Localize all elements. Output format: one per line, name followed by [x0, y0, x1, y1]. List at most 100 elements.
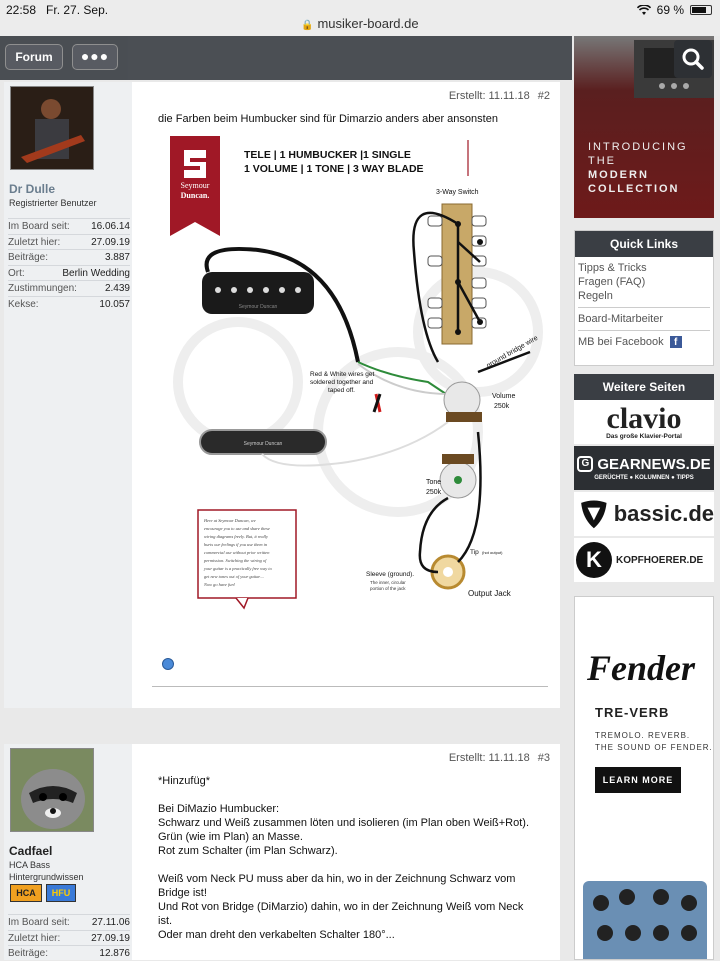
quick-link-tips[interactable]: Tipps & Tricks — [578, 262, 647, 274]
note-line: commercial use without prior written — [204, 550, 270, 555]
quick-links-box: Quick Links Tipps & Tricks Fragen (FAQ) … — [574, 230, 714, 366]
forum-button[interactable]: Forum — [5, 44, 63, 70]
note-line: your guitar is a practically free way to — [203, 566, 273, 571]
wifi-icon — [636, 4, 651, 15]
text-line: Bridge ist! — [158, 887, 207, 899]
author-name[interactable]: Cadfael — [9, 844, 53, 858]
output-jack-label: Output Jack — [468, 589, 512, 598]
site-bassic[interactable]: bassic.de — [574, 492, 714, 536]
humbucker-brand: Seymour Duncan — [239, 304, 278, 310]
solder-joints — [455, 221, 483, 335]
bassic-logo: bassic.de — [613, 501, 714, 526]
forum-toolbar: Forum ●●● — [0, 36, 572, 80]
badge-hca[interactable]: HCA — [10, 884, 42, 902]
sleeve-note-1: The inner, circular — [370, 580, 406, 585]
avatar[interactable] — [10, 86, 94, 170]
fender-logo: Fender — [587, 648, 695, 688]
kopfhoerer-k-icon: K — [576, 542, 612, 578]
post-number-link[interactable]: #3 — [537, 752, 550, 764]
status-right: 69 % — [636, 3, 712, 17]
ad-line-2: THE — [588, 155, 616, 167]
stat-value: 27.11.06 — [91, 917, 130, 928]
tip-label: Tip — [470, 549, 479, 556]
note-line: Now go have fun! — [203, 582, 236, 587]
kopfhoerer-logo: KOPFHOERER.DE — [616, 554, 704, 566]
fender-product: TRE-VERB — [595, 705, 670, 720]
ad-top-text: INTRODUCING THE MODERN COLLECTION — [588, 140, 688, 196]
badge-hfu[interactable]: HFU — [46, 884, 76, 902]
brand-line-1: Seymour — [181, 181, 210, 190]
post-number-link[interactable]: #2 — [537, 90, 550, 102]
stat-value[interactable]: 12.876 — [99, 948, 130, 959]
post-author-panel: Dr Dulle Registrierter Benutzer Im Board… — [4, 82, 132, 708]
single-coil-brand: Seymour Duncan — [244, 441, 283, 447]
note-line: wiring diagrams freely. But, it really — [204, 534, 268, 540]
learn-more-button[interactable]: LEARN MORE — [595, 767, 681, 793]
humbucker-cable — [204, 247, 360, 363]
tone-value: 250k — [426, 489, 442, 496]
quick-link-faq[interactable]: Fragen (FAQ) — [578, 276, 646, 288]
switch-wires — [412, 211, 482, 363]
stat-key: Kekse: — [8, 298, 39, 310]
url-text: musiker-board.de — [317, 16, 419, 31]
post-date: Erstellt: 11.11.18 — [448, 752, 530, 764]
sleeve-note-2: portion of the jack — [370, 586, 406, 591]
red-white-note-1: Red & White wires get — [310, 371, 374, 378]
avatar[interactable] — [10, 748, 94, 832]
stat-key: Ort: — [8, 267, 25, 279]
quick-link-rules[interactable]: Regeln — [578, 290, 613, 302]
site-clavio[interactable]: clavio Das große Klavier-Portal — [574, 400, 714, 444]
smiley-icon[interactable] — [162, 658, 174, 670]
quick-links-header: Quick Links — [575, 231, 713, 257]
stat-value: Berlin Wedding — [62, 267, 130, 279]
post-meta: Erstellt: 11.11.18#2 — [449, 90, 550, 102]
more-options-button[interactable]: ●●● — [72, 44, 118, 70]
quick-link-staff[interactable]: Board-Mitarbeiter — [578, 313, 663, 325]
wiring-diagram[interactable]: Seymour Duncan. TELE | 1 HUMBUCKER |1 SI… — [158, 132, 558, 612]
stat-row: Zustimmungen:2.439 — [8, 280, 130, 296]
quick-link-facebook[interactable]: MB bei Facebook f — [575, 335, 713, 349]
stat-value[interactable]: 3.887 — [104, 252, 130, 263]
address-bar[interactable]: 🔒 musiker-board.de — [0, 16, 720, 31]
diagram-title-2: 1 VOLUME | 1 TONE | 3 WAY BLADE — [244, 163, 424, 175]
text-line — [158, 788, 529, 802]
text-line: Weiß vom Neck PU muss aber da hin, wo in… — [158, 873, 516, 885]
fender-pedal-image — [583, 881, 707, 959]
volume-value: 250k — [494, 403, 510, 410]
sleeve-label: Sleeve (ground). — [366, 571, 414, 578]
stat-key: Zuletzt hier: — [8, 932, 61, 944]
pole-pieces — [215, 287, 301, 293]
gearnews-logo: GEARNEWS.DE — [597, 455, 711, 473]
stat-row: Beiträge: 12.876 — [8, 945, 130, 961]
site-gearnews[interactable]: G GEARNEWS.DE GERÜCHTE ● KOLUMNEN ● TIPP… — [574, 446, 714, 490]
neck-white-wire — [261, 421, 449, 467]
stat-key: Zustimmungen: — [8, 283, 77, 294]
sleeve-wire — [418, 496, 449, 574]
black-wire-end — [372, 393, 382, 413]
tone-label: Tone — [426, 479, 441, 486]
tip-wire — [457, 431, 482, 563]
author-name[interactable]: Dr Dulle — [9, 182, 56, 196]
stat-row: Beiträge:3.887 — [8, 249, 130, 265]
humbucker-pickup — [202, 272, 314, 314]
note-line: permission. Switching the wiring of — [203, 558, 267, 563]
facebook-icon: f — [669, 336, 682, 348]
red-white-note-2: soldered together and — [310, 379, 374, 386]
brand-line-2: Duncan. — [181, 191, 210, 200]
fender-line-2: THE SOUND OF FENDER. — [595, 743, 713, 752]
facebook-link-label: MB bei Facebook — [578, 336, 664, 348]
usage-note-box — [197, 509, 297, 599]
search-button[interactable] — [674, 40, 712, 78]
fender-ad[interactable]: Fender TRE-VERB TREMOLO. REVERB. THE SOU… — [574, 596, 714, 960]
clavio-tagline: Das große Klavier-Portal — [606, 432, 682, 440]
volume-label: Volume — [492, 393, 515, 400]
stat-key: Beiträge: — [8, 948, 49, 959]
search-icon — [682, 48, 704, 70]
text-line: Oder man dreht den verkabelten Schalter … — [158, 929, 395, 941]
stat-row: Zuletzt hier:27.09.19 — [8, 233, 130, 250]
stat-row: Ort: Berlin Wedding — [8, 264, 130, 281]
site-kopfhoerer[interactable]: K KOPFHOERER.DE — [574, 538, 714, 582]
text-line: Rot zum Schalter (im Plan Schwarz). — [158, 845, 338, 857]
ad-line-4: COLLECTION — [588, 183, 680, 195]
post-divider — [152, 686, 548, 687]
